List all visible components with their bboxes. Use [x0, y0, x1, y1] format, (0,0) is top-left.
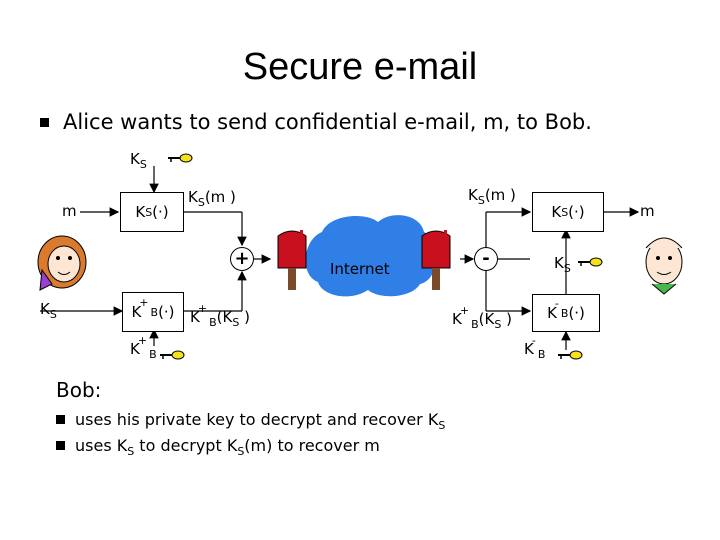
s-subscript: S: [237, 445, 245, 458]
key-icon-sender-session: [168, 153, 193, 163]
bob-step-2-text-a: uses K: [75, 436, 128, 455]
s-subscript: S: [197, 196, 205, 209]
intro-text: Alice wants to send confidential e-mail,…: [63, 110, 592, 134]
internet-label: Internet: [330, 260, 390, 278]
encrypted-message-label-bob: KS(m ): [468, 186, 516, 207]
plus-superscript: +: [137, 334, 148, 347]
k-symbol: K: [468, 186, 478, 204]
s-subscript: S: [232, 316, 240, 329]
bob-step-2-text-c: (m) to recover m: [244, 436, 380, 455]
paren-close: ): [239, 308, 250, 326]
ks-m-text: (m ): [204, 188, 236, 206]
paren-close: ): [501, 310, 512, 328]
minus-superscript: -: [554, 296, 559, 310]
key-icon-bob-private: [558, 350, 583, 360]
k-symbol: K: [524, 340, 534, 358]
bob-figure-icon: [645, 237, 683, 295]
bob-public-encrypt-box: K+B(·): [122, 292, 184, 332]
kb-ks-text: (K: [216, 308, 233, 326]
bob-step-1: uses his private key to decrypt and reco…: [56, 410, 445, 432]
fn-args: (·): [568, 304, 585, 322]
bullet-icon: [56, 441, 65, 450]
kb-ks-text: (K: [478, 310, 495, 328]
encrypted-session-key-label-alice: K+B(KS ): [190, 302, 250, 329]
key-icon-bob-public: [160, 350, 185, 360]
session-key-label-top: KS: [130, 150, 147, 171]
b-subscript: B: [149, 348, 157, 361]
bob-step-2-text-b: to decrypt K: [134, 436, 238, 455]
k-symbol: K: [135, 203, 146, 221]
bob-step-2: uses KS to decrypt KS(m) to recover m: [56, 436, 380, 458]
s-subscript: S: [477, 194, 485, 207]
plus-superscript: +: [197, 302, 208, 315]
session-key-label-left: KS: [40, 300, 57, 321]
k-symbol: K: [452, 310, 462, 328]
intro-bullet-line: Alice wants to send confidential e-mail,…: [40, 110, 592, 134]
bob-message-label: m: [640, 202, 655, 220]
s-subscript: S: [494, 318, 502, 331]
fn-args: (·): [158, 303, 175, 321]
b-subscript: B: [209, 316, 217, 329]
encrypted-message-label-alice: KS(m ): [188, 188, 236, 209]
key-icon-receiver-session: [578, 257, 603, 267]
fn-args: (·): [568, 203, 585, 221]
mailbox-icon-receiver: [421, 230, 451, 290]
s-subscript: S: [139, 158, 147, 171]
k-symbol: K: [130, 150, 140, 168]
k-symbol: K: [130, 340, 140, 358]
bob-private-key-label: K-B: [524, 334, 546, 361]
bullet-icon: [40, 118, 49, 127]
alice-message-label: m: [62, 202, 77, 220]
k-symbol: K: [188, 188, 198, 206]
plus-superscript: +: [139, 295, 149, 309]
session-key-label-bob: KS: [554, 254, 571, 275]
k-symbol: K: [551, 203, 562, 221]
s-subscript: S: [438, 419, 446, 432]
page-title: Secure e-mail: [242, 46, 478, 88]
k-symbol: K: [190, 308, 200, 326]
s-subscript: S: [127, 445, 135, 458]
b-subscript: B: [150, 305, 159, 319]
alice-figure-icon: [37, 235, 87, 291]
alice-flow-lines: [40, 166, 272, 346]
b-subscript: B: [560, 306, 569, 320]
bob-step-1-text: uses his private key to decrypt and reco…: [75, 410, 439, 429]
s-subscript: S: [563, 262, 571, 275]
bob-flow-lines: [460, 207, 640, 350]
k-symbol: K: [554, 254, 564, 272]
bullet-icon: [56, 415, 65, 424]
mailbox-icon-sender: [277, 230, 307, 290]
bob-public-key-label: K+B: [130, 334, 157, 361]
s-subscript: S: [145, 205, 153, 219]
fn-args: (·): [152, 203, 169, 221]
plus-superscript: +: [459, 304, 470, 317]
split-minus-node: -: [474, 247, 498, 271]
k-symbol: K: [40, 300, 50, 318]
s-subscript: S: [561, 205, 569, 219]
encrypted-session-key-label-bob: K+B(KS ): [452, 304, 512, 331]
s-subscript: S: [49, 308, 57, 321]
b-subscript: B: [471, 318, 479, 331]
k-symbol: K: [131, 303, 142, 321]
bob-heading: Bob:: [56, 378, 102, 402]
combine-plus-node: +: [230, 247, 254, 271]
k-symbol: K: [547, 304, 557, 322]
b-subscript: B: [537, 348, 546, 361]
ks-m-text: (m ): [484, 186, 516, 204]
minus-superscript: -: [531, 334, 536, 347]
internet-cloud: [305, 215, 437, 297]
bob-private-decrypt-box: K-B(·): [532, 294, 600, 332]
